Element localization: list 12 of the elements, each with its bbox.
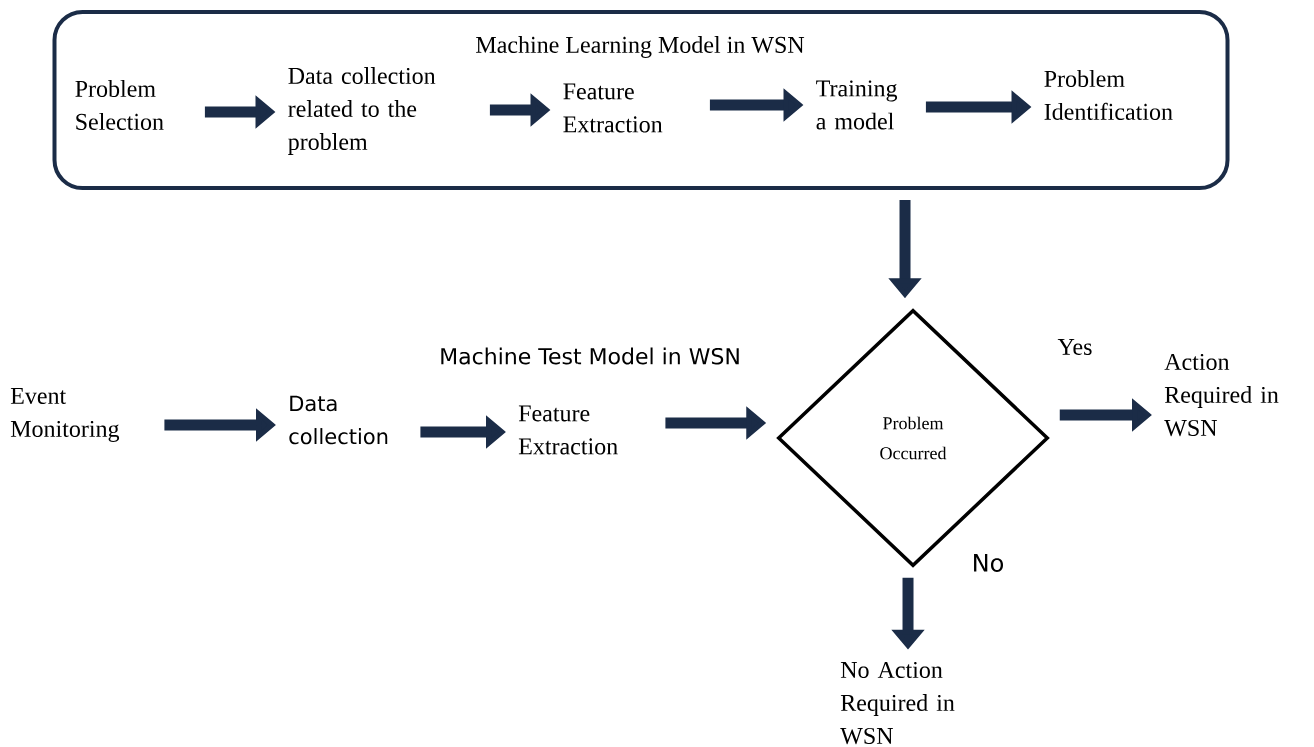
step-label: Data collection related to the problem (288, 67, 436, 155)
step-label: Feature Extraction (518, 405, 618, 455)
section-heading: Machine Test Model in WSN (441, 347, 739, 365)
step-label: Data collection (289, 395, 388, 445)
step-label: Problem Selection (75, 80, 164, 130)
step-label: Event Monitoring (10, 388, 120, 442)
step-label: Problem Identification (1044, 70, 1173, 120)
step-label: No Action Required in WSN (840, 661, 955, 745)
step-label: Action Required in WSN (1164, 353, 1279, 437)
step-label: Training a model (816, 80, 898, 130)
edge-label: Yes (1055, 337, 1095, 357)
step-label: Feature Extraction (563, 83, 663, 133)
